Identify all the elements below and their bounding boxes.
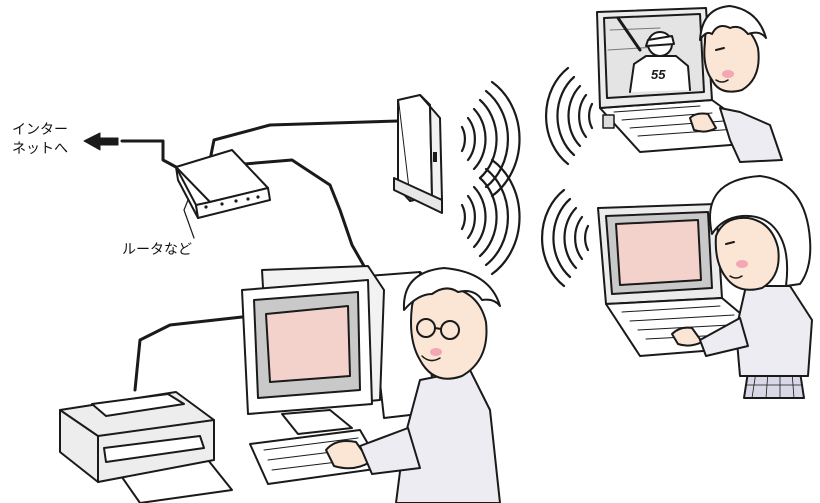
cable-router-to-access-point <box>210 121 398 160</box>
wireless-card-icon <box>603 115 614 128</box>
man-face <box>411 286 487 379</box>
jersey-number: 55 <box>651 67 666 82</box>
monitor-screen <box>266 306 350 382</box>
woman-cheek <box>736 260 748 268</box>
man-cheek <box>722 70 734 78</box>
woman-face <box>716 218 779 290</box>
monitor-stand <box>282 410 352 434</box>
router-icon <box>176 150 270 218</box>
man-arm <box>360 428 420 474</box>
man-cheek <box>430 348 442 356</box>
internet-arrow-icon <box>84 133 118 150</box>
access-point-icon <box>394 95 442 213</box>
woman-shirt <box>736 286 812 376</box>
radio-waves-icon <box>462 68 592 286</box>
laptop-baseball-user: 55 <box>597 6 782 162</box>
cable-internet <box>122 141 176 167</box>
cable-printer <box>135 317 242 390</box>
laptop-screen <box>616 220 701 285</box>
laptop-woman-user <box>598 176 812 398</box>
man-shirt <box>720 108 782 162</box>
printer-icon <box>60 392 232 503</box>
